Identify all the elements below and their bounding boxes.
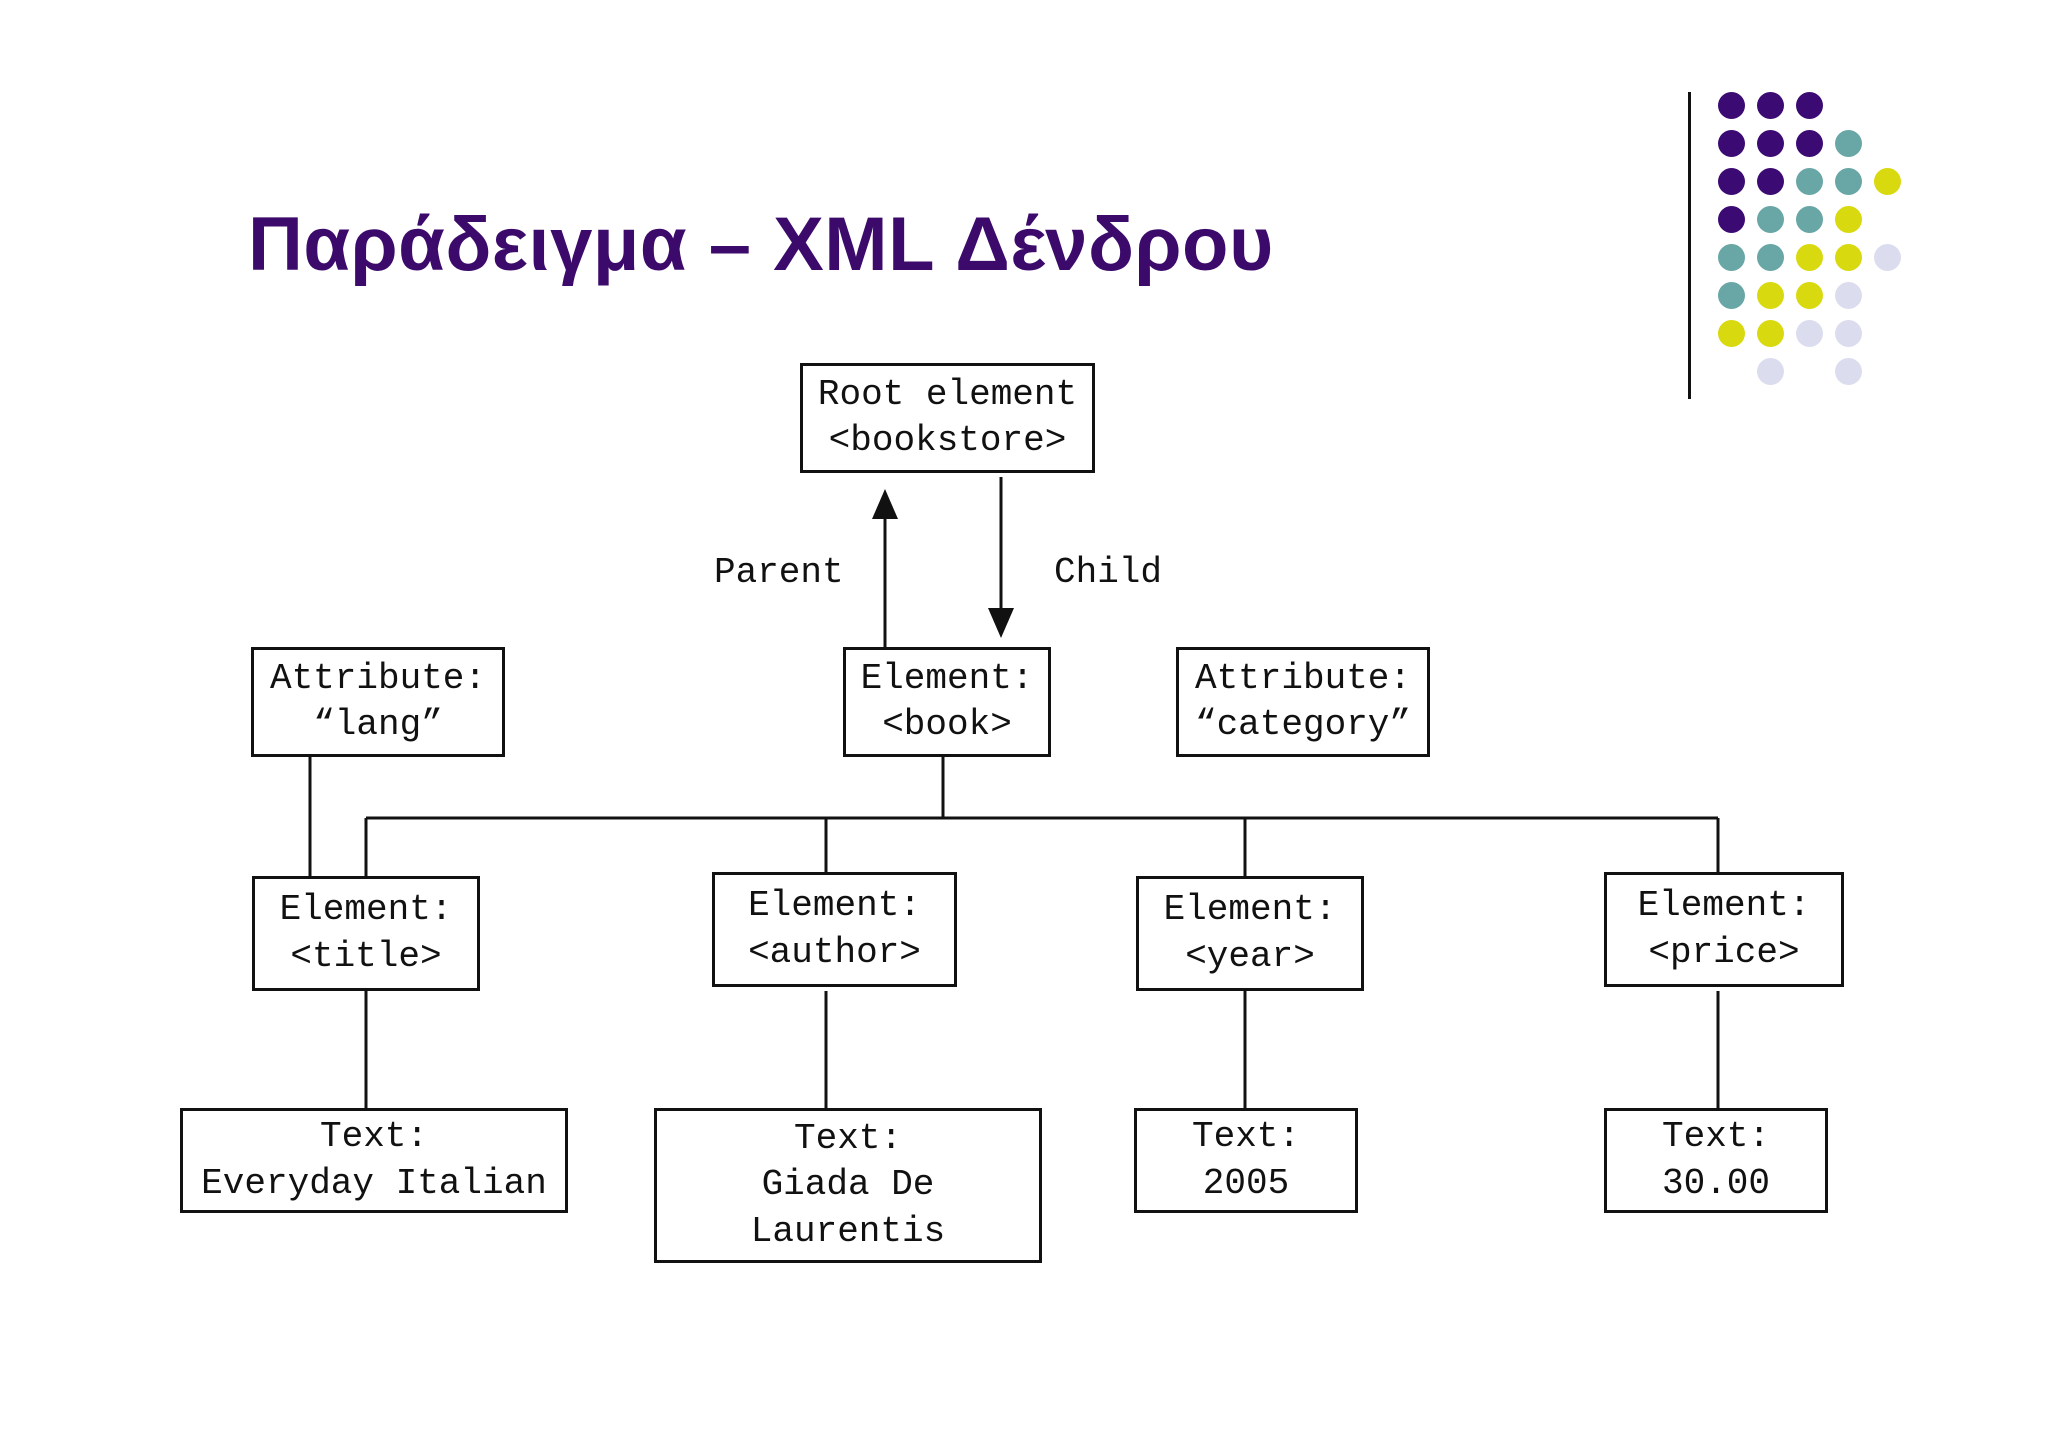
logo-dot-teal [1757, 206, 1784, 233]
logo-dot-yellow [1874, 168, 1901, 195]
logo-dot-teal [1718, 282, 1745, 309]
logo-dot-purple [1757, 168, 1784, 195]
node-attr-lang-line1: Attribute: [269, 657, 487, 699]
node-attribute-category[interactable]: Attribute: “category” [1176, 647, 1430, 757]
page-title: Παράδειγμα – XML Δένδρου [248, 202, 1274, 287]
logo-dot-lavender [1835, 320, 1862, 347]
logo-dot-teal [1835, 130, 1862, 157]
logo-dot-yellow [1835, 244, 1862, 271]
logo-dot-purple [1796, 130, 1823, 157]
node-el-book-line1: Element: [860, 657, 1034, 699]
node-text-year-line1: Text: [1191, 1116, 1301, 1158]
node-element-year[interactable]: Element: <year> [1136, 876, 1364, 991]
logo-dot-lavender [1835, 282, 1862, 309]
node-el-author-line1: Element: [748, 885, 921, 927]
node-text-title[interactable]: Text: Everyday Italian [180, 1108, 568, 1213]
node-text-price-line1: Text: [1661, 1116, 1771, 1158]
logo-dot-teal [1796, 168, 1823, 195]
node-attr-category-line2: “category” [1194, 704, 1412, 745]
logo-dot-yellow [1796, 244, 1823, 271]
node-text-price-line2: 30.00 [1661, 1162, 1771, 1204]
logo-dot-lavender [1874, 244, 1901, 271]
logo-dot-purple [1718, 130, 1745, 157]
node-el-author-line2: <author> [748, 931, 921, 973]
logo-divider-rule [1688, 92, 1691, 399]
node-element-author[interactable]: Element: <author> [712, 872, 957, 987]
node-el-book-line2: <book> [882, 704, 1012, 745]
logo-dot-lavender [1757, 358, 1784, 385]
node-el-title-line2: <title> [290, 935, 442, 977]
logo-dot-yellow [1718, 320, 1745, 347]
logo-dot-yellow [1796, 282, 1823, 309]
logo-dot-purple [1757, 92, 1784, 119]
logo-dot-purple [1718, 206, 1745, 233]
node-attr-category-line1: Attribute: [1194, 657, 1412, 699]
node-el-year-line1: Element: [1163, 889, 1337, 931]
node-root-line1: Root element [817, 373, 1078, 415]
node-element-title[interactable]: Element: <title> [252, 876, 480, 991]
node-text-price[interactable]: Text: 30.00 [1604, 1108, 1828, 1213]
logo-dot-teal [1796, 206, 1823, 233]
node-text-author-line1: Text: [793, 1118, 903, 1160]
logo-dot-teal [1718, 244, 1745, 271]
dot-matrix-logo [1670, 70, 1950, 400]
logo-dot-purple [1757, 130, 1784, 157]
node-root-line2: <bookstore> [828, 420, 1067, 461]
node-text-title-line1: Text: [319, 1116, 429, 1158]
logo-dot-purple [1718, 168, 1745, 195]
node-text-author-line2: Giada De [761, 1164, 935, 1206]
node-element-price[interactable]: Element: <price> [1604, 872, 1844, 987]
node-el-year-line2: <year> [1185, 935, 1315, 977]
logo-dot-lavender [1835, 358, 1862, 385]
node-text-author[interactable]: Text: Giada De Laurentis [654, 1108, 1042, 1263]
node-attr-lang-line2: “lang” [313, 704, 443, 745]
edge-label-parent: Parent [714, 552, 844, 593]
logo-dot-teal [1757, 244, 1784, 271]
logo-dot-lavender [1796, 320, 1823, 347]
edge-label-child: Child [1054, 552, 1163, 593]
logo-dot-purple [1796, 92, 1823, 119]
node-text-author-line3: Laurentis [750, 1210, 946, 1252]
node-element-book[interactable]: Element: <book> [843, 647, 1051, 757]
node-el-price-line1: Element: [1637, 885, 1811, 927]
node-root-element[interactable]: Root element <bookstore> [800, 363, 1095, 473]
node-attribute-lang[interactable]: Attribute: “lang” [251, 647, 505, 757]
node-el-title-line1: Element: [279, 889, 453, 931]
node-el-price-line2: <price> [1648, 931, 1800, 973]
logo-dot-yellow [1757, 320, 1784, 347]
node-text-year[interactable]: Text: 2005 [1134, 1108, 1358, 1213]
node-text-year-line2: 2005 [1202, 1162, 1290, 1204]
logo-dot-purple [1718, 92, 1745, 119]
logo-dot-teal [1835, 168, 1862, 195]
node-text-title-line2: Everyday Italian [201, 1162, 547, 1204]
logo-dot-yellow [1757, 282, 1784, 309]
logo-dot-yellow [1835, 206, 1862, 233]
